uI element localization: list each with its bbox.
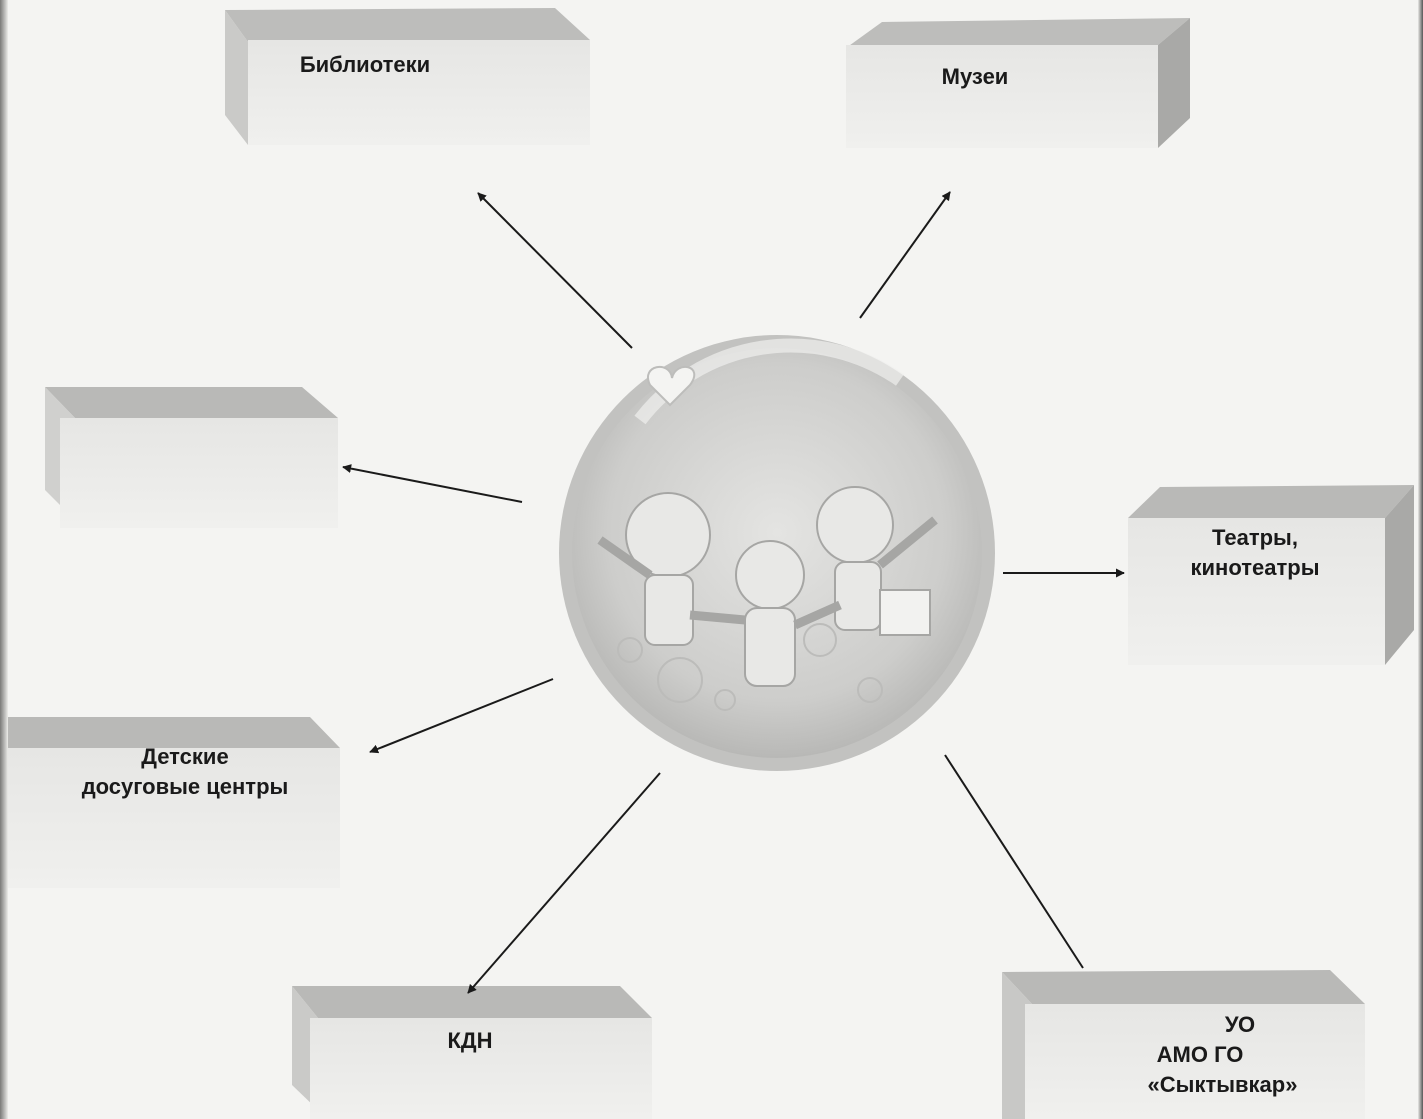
libraries-label: Библиотеки: [250, 50, 480, 80]
uo-label-line2: АМО ГО: [1085, 1040, 1335, 1070]
box-museums-label: Музеи: [870, 62, 1080, 92]
box-theatres-top: [1128, 485, 1414, 518]
line-to-uo: [945, 755, 1083, 968]
box-blank: [45, 387, 338, 528]
kdn-label: КДН: [370, 1026, 570, 1056]
box-uo-top: [1002, 970, 1365, 1004]
box-children-centers-label: Детские досуговые центры: [30, 742, 340, 802]
box-libraries-label: Библиотеки: [250, 50, 480, 80]
uo-label-line3: «Сыктывкар»: [1085, 1070, 1335, 1100]
box-uo-label: УО АМО ГО «Сыктывкар»: [1085, 1010, 1335, 1100]
theatres-label-line1: Театры,: [1135, 523, 1375, 553]
box-museums-front: [846, 45, 1158, 148]
museums-label: Музеи: [870, 62, 1080, 92]
children-centers-label-line1: Детские: [30, 742, 340, 772]
box-kdn-top: [292, 986, 652, 1018]
arrow-to-museums: [860, 192, 950, 318]
uo-label-line1: УО: [1085, 1010, 1335, 1040]
center-globe: [559, 335, 995, 771]
box-blank-top: [45, 387, 338, 418]
box-museums-top: [846, 18, 1190, 48]
children-centers-label-line2: досуговые центры: [30, 772, 340, 802]
box-libraries-top: [225, 8, 590, 42]
arrow-to-libraries: [478, 193, 632, 348]
arrow-to-blank: [343, 467, 522, 502]
arrow-to-children-centers: [370, 679, 553, 752]
box-kdn-label: КДН: [370, 1026, 570, 1056]
box-blank-front: [60, 418, 338, 528]
theatres-label-line2: кинотеатры: [1135, 553, 1375, 583]
arrow-to-kdn: [468, 773, 660, 993]
box-theatres-label: Театры, кинотеатры: [1135, 523, 1375, 583]
